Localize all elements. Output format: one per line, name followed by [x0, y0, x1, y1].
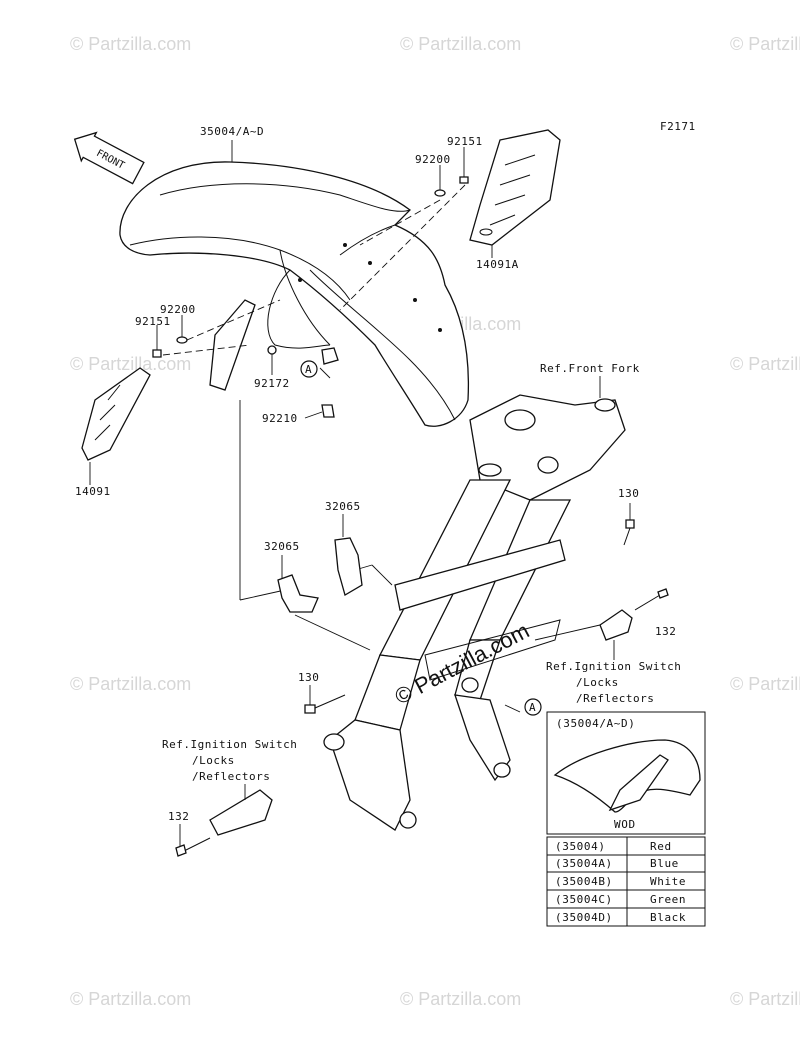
label-ref-ignition-left-1: Ref.Ignition Switch: [162, 738, 297, 751]
inset-title: (35004/A~D): [556, 717, 635, 730]
label-14091A: 14091A: [476, 258, 519, 271]
color-name: Green: [650, 893, 686, 906]
washer-92200-left: [176, 315, 188, 344]
part-labels: 35004/A~D 92151 92200 14091A 92200 92151…: [75, 125, 681, 846]
watermark: © Partzilla.com: [70, 674, 191, 694]
watermark: © Partzilla.com: [400, 989, 521, 1009]
bolt-130-left: [304, 685, 346, 714]
washer-92200-top: [434, 165, 446, 197]
cover-14091: [81, 299, 256, 461]
label-32065-a: 32065: [325, 500, 361, 513]
watermark: © Partzilla.com: [730, 674, 800, 694]
color-name: Blue: [650, 857, 679, 870]
inset-fender-variant: (35004/A~D) WOD: [546, 711, 706, 835]
svg-text:A: A: [305, 363, 312, 376]
label-ref-ignition-left-2: /Locks: [192, 754, 235, 767]
callout-a-top: A: [300, 360, 318, 378]
label-92172: 92172: [254, 377, 290, 390]
label-ref-front-fork: Ref.Front Fork: [540, 362, 640, 375]
color-code: (35004B): [555, 875, 613, 888]
label-130-right: 130: [618, 487, 639, 500]
front-arrow-icon: FRONT: [73, 131, 145, 185]
color-code: (35004): [555, 840, 606, 853]
bolt-92151-left: [152, 325, 162, 358]
watermark: © Partzilla.com: [730, 34, 800, 54]
watermark: © Partzilla.com: [400, 34, 521, 54]
label-ref-ignition-right-2: /Locks: [576, 676, 619, 689]
bolt-132-right: [634, 588, 669, 611]
color-table: (35004) Red (35004A) Blue (35004B) White…: [546, 836, 706, 927]
bolt-130-right: [623, 503, 635, 546]
color-code: (35004D): [555, 911, 613, 924]
clip-92210: [304, 347, 339, 419]
figure-code: F2171: [660, 120, 696, 133]
label-ref-ignition-right-3: /Reflectors: [576, 692, 654, 705]
callout-a-bottom: A: [524, 698, 542, 716]
label-132-right: 132: [655, 625, 676, 638]
label-92210: 92210: [262, 412, 298, 425]
ignition-switch-right: [599, 609, 633, 641]
watermark: © Partzilla.com: [730, 354, 800, 374]
color-code: (35004A): [555, 857, 613, 870]
bracket-32065-b: [277, 574, 319, 613]
label-35004: 35004/A~D: [200, 125, 264, 138]
assembly-lines: [162, 184, 601, 713]
label-92151-top: 92151: [447, 135, 483, 148]
watermark: © Partzilla.com: [730, 989, 800, 1009]
label-130-left: 130: [298, 671, 319, 684]
label-ref-ignition-right-1: Ref.Ignition Switch: [546, 660, 681, 673]
label-ref-ignition-left-3: /Reflectors: [192, 770, 270, 783]
color-name: White: [650, 875, 686, 888]
watermark: © Partzilla.com: [70, 354, 191, 374]
inset-caption: WOD: [614, 818, 636, 831]
watermark: © Partzilla.com: [70, 34, 191, 54]
label-92200-top: 92200: [415, 153, 451, 166]
color-name: Black: [650, 911, 686, 924]
bolt-92151-top: [459, 147, 469, 184]
nut-92172: [267, 345, 277, 375]
bolt-132-left: [175, 837, 211, 857]
front-fender: [119, 161, 470, 427]
color-name: Red: [650, 840, 672, 853]
color-code: (35004C): [555, 893, 613, 906]
label-92151-left: 92151: [135, 315, 171, 328]
watermark-layer: © Partzilla.com © Partzilla.com © Partzi…: [70, 34, 800, 1009]
bracket-32065-a: [334, 537, 363, 596]
label-32065-b: 32065: [264, 540, 300, 553]
watermark: © Partzilla.com: [70, 989, 191, 1009]
svg-text:A: A: [529, 701, 536, 714]
label-14091: 14091: [75, 485, 111, 498]
label-92200-left: 92200: [160, 303, 196, 316]
ignition-switch-left: [209, 789, 273, 836]
label-132-left: 132: [168, 810, 189, 823]
front-fork: [323, 394, 626, 831]
cover-14091A: [469, 129, 561, 246]
